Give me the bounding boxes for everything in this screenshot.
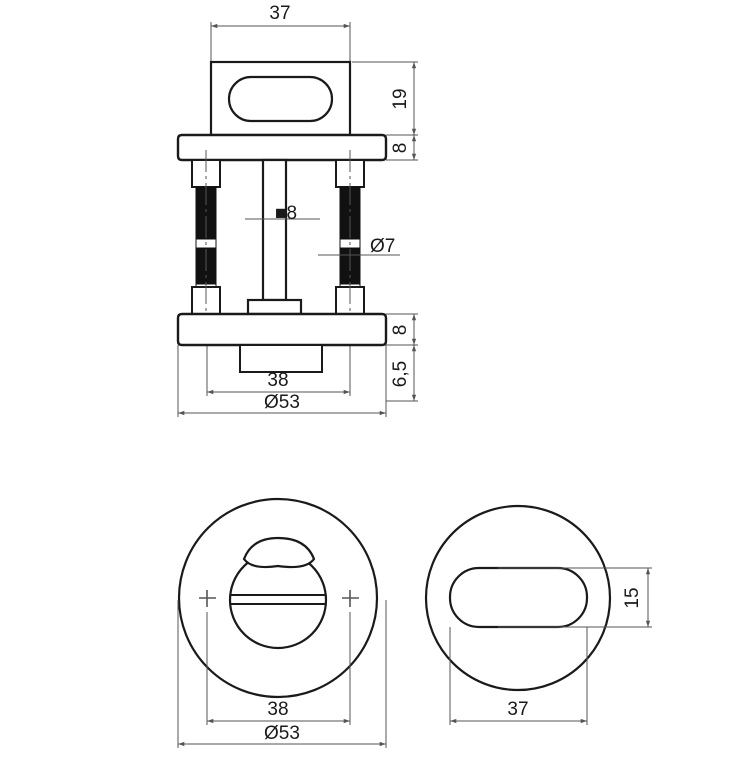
release-slot-shape <box>448 566 589 629</box>
section-dimension-lines <box>178 23 417 416</box>
upper-rose-plate <box>176 133 388 162</box>
dim-37-plan: 37 <box>507 699 528 720</box>
lower-boss <box>239 344 323 373</box>
section-extension-lines <box>177 22 418 417</box>
screw-right <box>335 150 365 325</box>
dim-dia-7: Ø7 <box>370 236 395 257</box>
lower-rose-plate <box>176 312 388 347</box>
spindle-foot <box>246 298 303 316</box>
knob-slot-outline <box>227 75 334 123</box>
knob-lens-shape <box>242 536 316 569</box>
spindle-shaft <box>261 158 288 302</box>
dim-square-8: ■8 <box>275 203 297 224</box>
plan-view-left: 38 Ø53 <box>177 497 387 748</box>
section-leader-lines <box>245 218 400 256</box>
dim-19: 19 <box>390 88 411 109</box>
plan-right-dimension-lines <box>449 567 652 725</box>
dim-8-bottom: 8 <box>390 325 411 336</box>
screw-left <box>191 150 221 325</box>
dim-8-top: 8 <box>390 143 411 154</box>
dim-38-plan: 38 <box>267 699 288 720</box>
dim-37-top: 37 <box>269 3 290 24</box>
section-view: 37 19 8 ■8 Ø7 8 6,5 38 Ø53 <box>176 3 418 417</box>
plan-left-dimension-lines <box>177 600 387 748</box>
screw-hole-crosshairs <box>199 590 359 607</box>
dim-15-plan: 15 <box>622 587 643 608</box>
plan-view-right: 37 15 <box>424 504 652 725</box>
dim-dia-53-section: Ø53 <box>264 392 300 413</box>
dim-6p5: 6,5 <box>390 361 411 387</box>
square-spindle <box>246 158 303 316</box>
dim-dia-53-plan: Ø53 <box>264 723 300 744</box>
dim-38-section: 38 <box>267 370 288 391</box>
